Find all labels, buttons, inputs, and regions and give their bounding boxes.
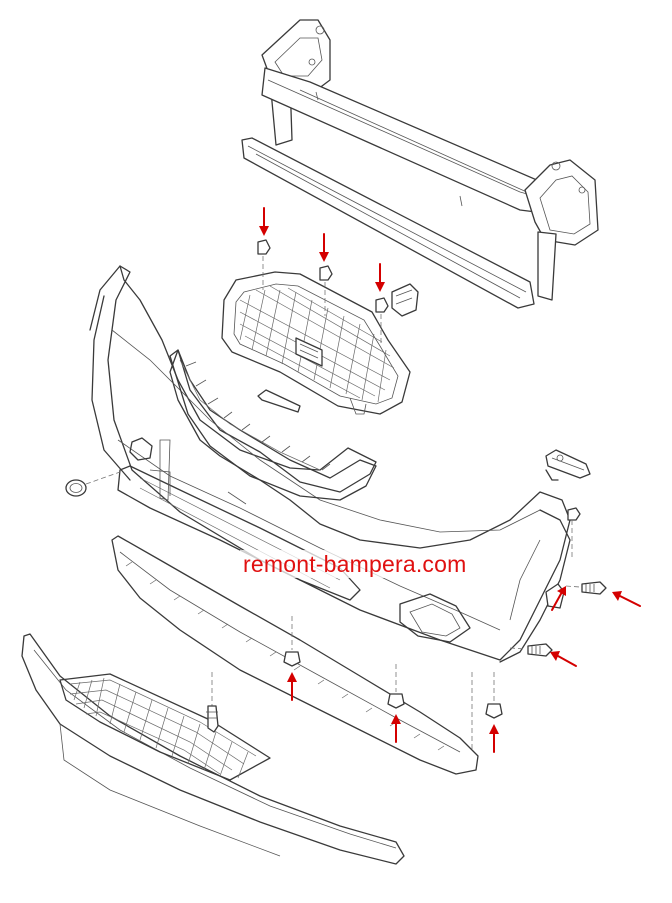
arrow-side-screw-lower: [550, 651, 577, 667]
arrow-side-screw-upper: [612, 591, 641, 607]
lower-grille: [21, 633, 405, 865]
arrow-grille-screw-3: [375, 263, 385, 292]
arrow-grille-screw-2: [319, 233, 329, 262]
upper-grille: [221, 239, 419, 415]
arrow-lower-screw-1: [287, 672, 297, 701]
arrow-lower-screw-3: [489, 724, 499, 753]
arrow-side-clip: [551, 586, 566, 611]
site-watermark: remont-bampera.com: [240, 550, 470, 578]
bumper-reinforcement-beam: [241, 19, 599, 309]
side-screws: [509, 581, 607, 657]
arrow-lower-screw-2: [391, 714, 401, 743]
side-mounting-bracket: [545, 449, 591, 560]
tow-hook-cap: [65, 471, 121, 497]
arrow-grille-screw-1: [259, 207, 269, 236]
lower-screws: [283, 616, 503, 750]
